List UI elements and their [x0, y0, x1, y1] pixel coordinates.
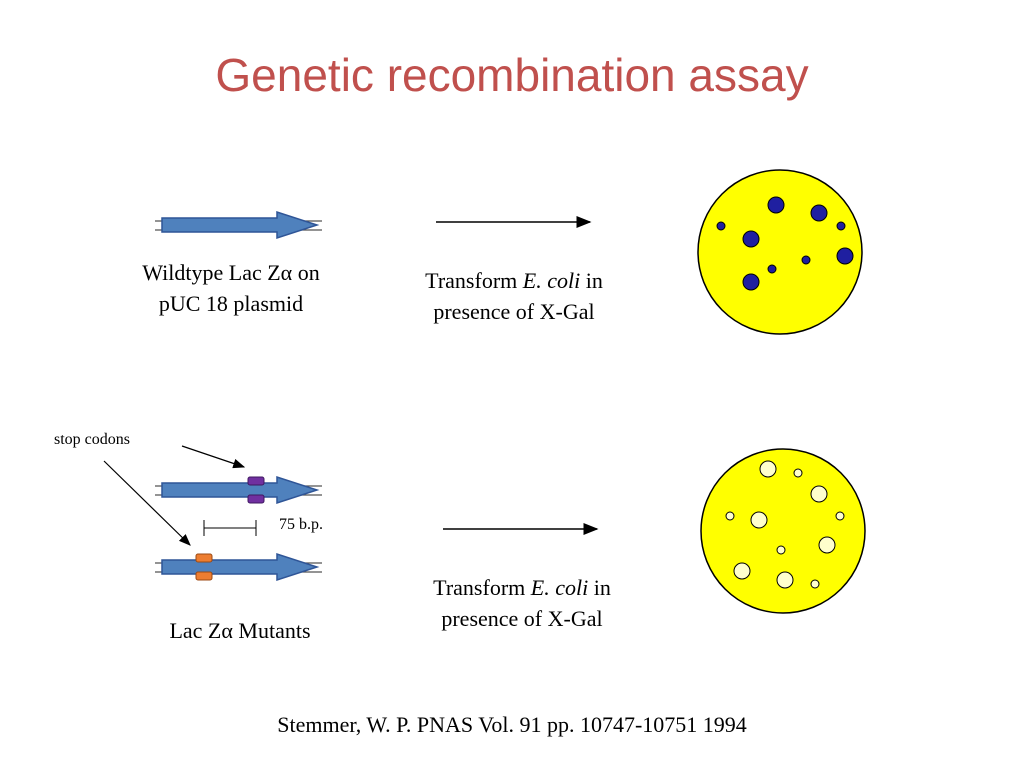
mutant-gene-arrow-2 [155, 552, 322, 582]
mutant-gene-arrow-1 [155, 475, 322, 505]
organism-name: E. coli [522, 268, 581, 293]
organism-name: E. coli [530, 575, 589, 600]
blue-colony [836, 247, 854, 265]
bp-scale-bar [203, 520, 257, 536]
white-colony [810, 579, 820, 589]
transform-label-top-line1: Transform E. coli in [384, 265, 644, 296]
transform-label-bottom-line2: presence of X-Gal [441, 606, 603, 631]
blue-colony [767, 264, 777, 274]
blue-colony [716, 221, 726, 231]
page-title: Genetic recombination assay [215, 49, 809, 101]
stop-codons-label: stop codons [54, 431, 130, 448]
stop-codon-pointer-bottom [103, 460, 191, 546]
stop-codon-marker [247, 476, 265, 486]
transform-prefix: Transform [425, 268, 523, 293]
stop-codon-pointer-top [181, 445, 246, 469]
transform-prefix: Transform [433, 575, 531, 600]
white-colony [810, 485, 828, 503]
blue-colony [801, 255, 811, 265]
transform-label-top: Transform E. coli in presence of X-Gal [384, 265, 644, 327]
transform-label-bottom-line1: Transform E. coli in [392, 572, 652, 603]
blue-colony [836, 221, 846, 231]
wildtype-label: Wildtype Lac Zα on pUC 18 plasmid [100, 257, 362, 319]
mutants-label: Lac Zα Mutants [169, 618, 311, 643]
white-colony [759, 460, 777, 478]
blue-colony [742, 230, 760, 248]
white-colony [725, 511, 735, 521]
white-colony [793, 468, 803, 478]
transform-label-top-line2: presence of X-Gal [433, 299, 595, 324]
transform-suffix: in [580, 268, 603, 293]
blue-colony [767, 196, 785, 214]
wildtype-label-line1: Wildtype Lac Zα on [142, 260, 320, 285]
white-colony [776, 545, 786, 555]
white-colony [733, 562, 751, 580]
transform-suffix: in [588, 575, 611, 600]
blue-colony [810, 204, 828, 222]
wildtype-label-line2: pUC 18 plasmid [158, 291, 304, 316]
plate-white-colonies [700, 448, 866, 614]
transform-label-bottom: Transform E. coli in presence of X-Gal [392, 572, 652, 634]
stop-codon-marker [247, 494, 265, 504]
blue-colony [742, 273, 760, 291]
white-colony [750, 511, 768, 529]
stop-codon-marker [195, 553, 213, 563]
plate-blue-colonies [697, 169, 863, 335]
bp-label: 75 b.p. [279, 516, 323, 533]
white-colony [818, 536, 836, 554]
white-colony [835, 511, 845, 521]
citation: Stemmer, W. P. PNAS Vol. 91 pp. 10747-10… [277, 712, 747, 737]
stop-codon-marker [195, 571, 213, 581]
wildtype-gene-arrow [155, 210, 322, 240]
white-colony [776, 571, 794, 589]
